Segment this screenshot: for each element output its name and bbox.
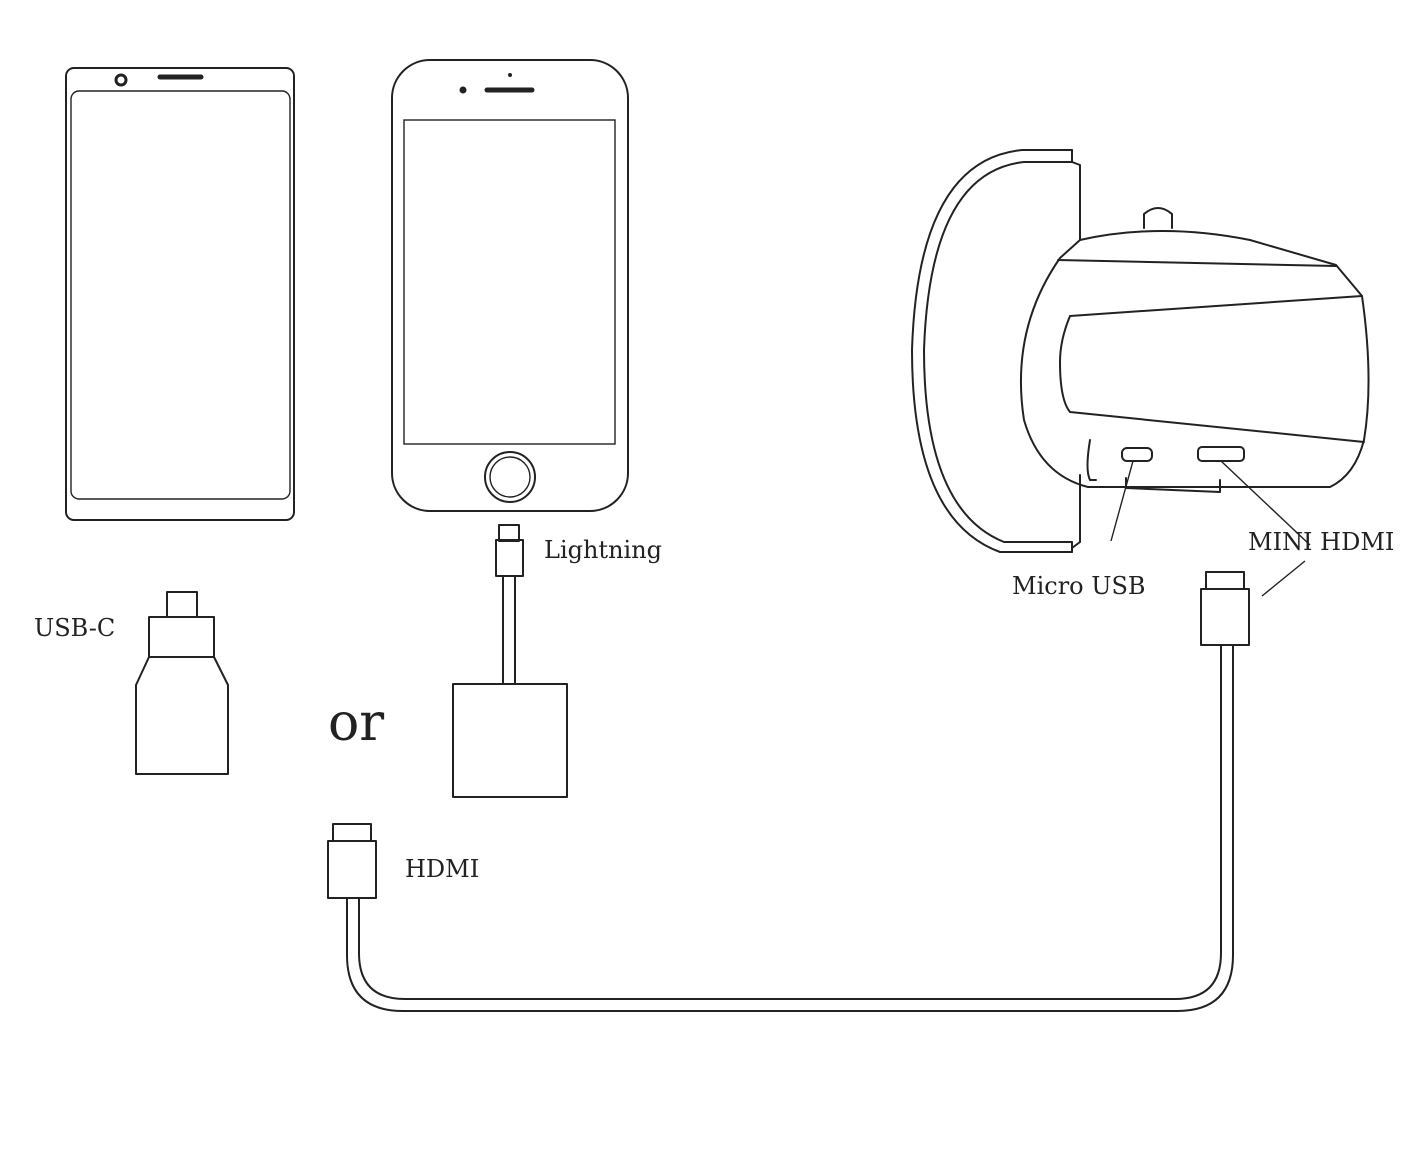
lightning-label: Lightning <box>544 536 662 564</box>
iphone-front-camera-icon <box>459 86 467 94</box>
hdmi-label: HDMI <box>405 855 479 883</box>
mini-hdmi-port-icon <box>1197 446 1245 462</box>
lightning-plug-tip-icon <box>498 524 520 542</box>
mini-hdmi-plug-tip-icon <box>1205 571 1245 590</box>
android-phone <box>65 67 295 521</box>
iphone-sensor-icon <box>508 73 512 77</box>
lightning-plug-icon <box>495 539 524 577</box>
lightning-adapter <box>452 524 568 798</box>
mini-hdmi-label: MINI HDMI <box>1248 528 1394 556</box>
usb-c-label: USB-C <box>34 614 115 642</box>
usb-c-adapter <box>135 591 229 775</box>
mini-hdmi-plug-icon <box>1200 588 1250 646</box>
usb-c-plug-tip-icon <box>166 591 198 618</box>
hdmi-adapter-box <box>452 683 568 798</box>
vr-headset <box>911 149 1370 597</box>
iphone <box>391 59 629 512</box>
micro-usb-label: Micro USB <box>1012 572 1146 600</box>
android-camera-icon <box>114 73 128 87</box>
or-label: or <box>328 693 384 753</box>
micro-usb-port-icon <box>1121 447 1153 462</box>
iphone-home-button <box>484 451 536 503</box>
hdmi-plug-icon <box>327 840 377 899</box>
hdmi-cable <box>327 571 1250 1012</box>
hdmi-plug-tip-icon <box>332 823 372 842</box>
